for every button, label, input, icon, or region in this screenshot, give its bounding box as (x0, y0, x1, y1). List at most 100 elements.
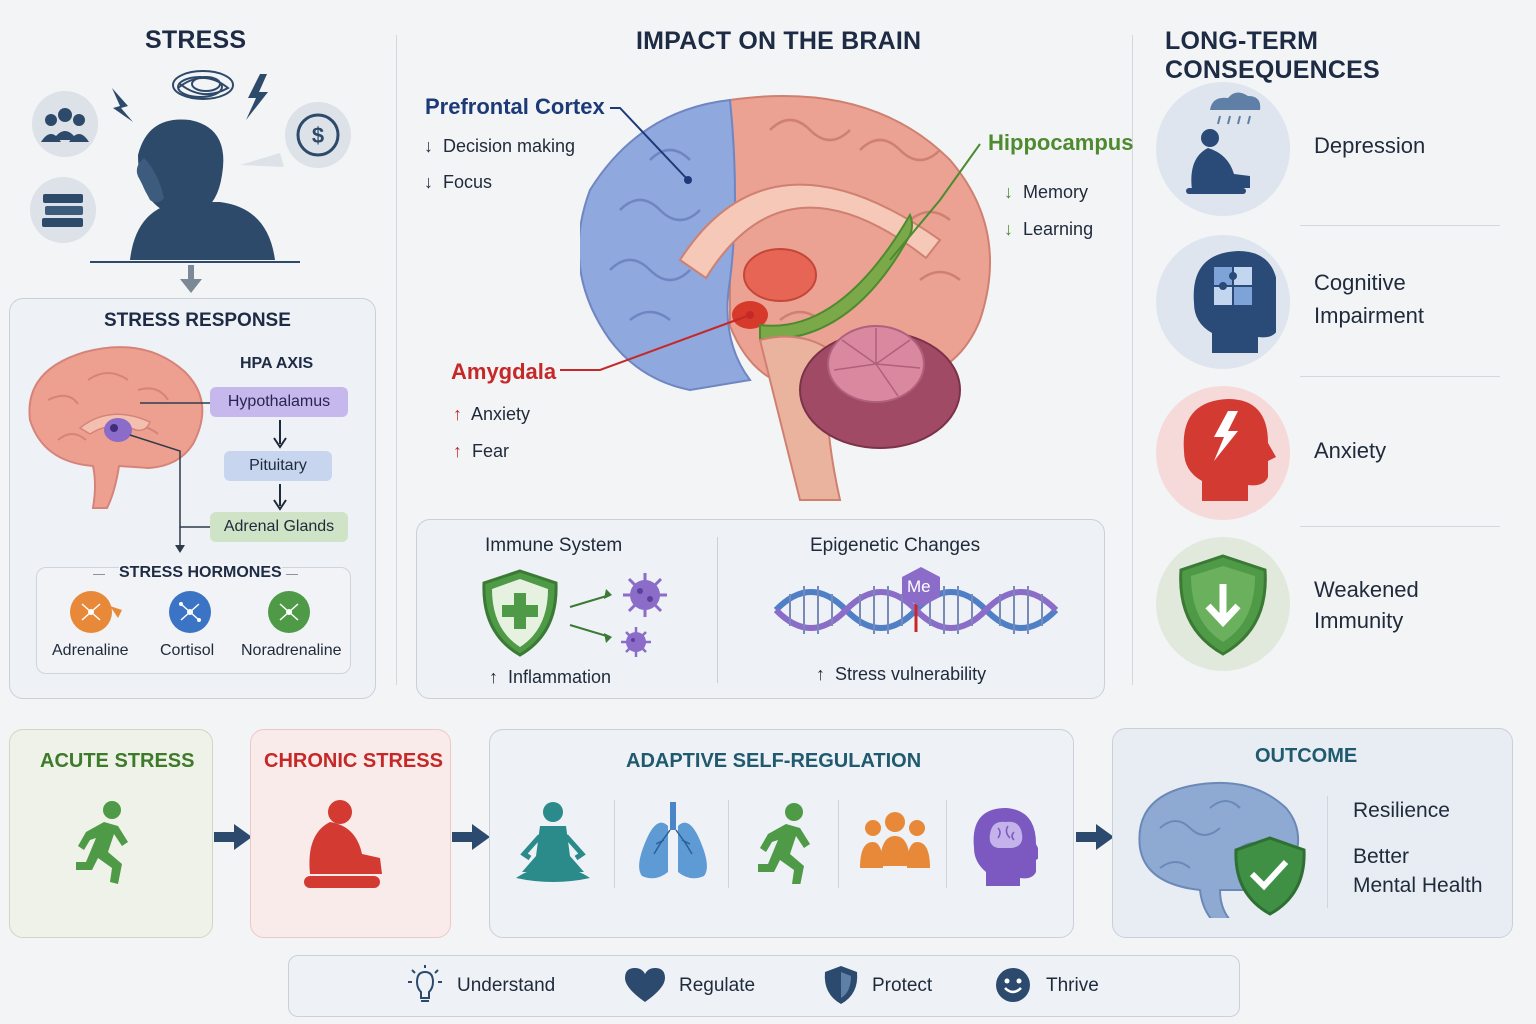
hpa-brain-illustration (28, 346, 204, 509)
lungs-icon (639, 802, 707, 879)
epigenetic-title: Epigenetic Changes (810, 535, 981, 556)
lightning-icon (246, 74, 268, 120)
panel-divider (717, 537, 718, 683)
shield-check-icon (1234, 836, 1306, 916)
legend-regulate: Regulate (679, 975, 756, 996)
outcome-better-line1: Better (1353, 845, 1410, 868)
chronic-stress-title: CHRONIC STRESS (264, 750, 443, 772)
depression-label: Depression (1314, 133, 1426, 158)
dna-illustration (773, 586, 1059, 634)
stress-response-title: STRESS RESPONSE (104, 310, 291, 331)
immunity-label-line1: Weakened (1314, 577, 1419, 602)
acute-stress-title: ACUTE STRESS (40, 750, 195, 772)
lightbulb-icon (408, 965, 442, 1002)
flow-arrow-icon (452, 824, 490, 850)
shield-icon (824, 966, 858, 1004)
cortisol-molecule-icon (169, 591, 211, 633)
puzzle-head-icon (1193, 251, 1276, 353)
outcome-better-line2: Mental Health (1353, 874, 1483, 897)
people-icon (32, 91, 98, 157)
cognitive-label-line1: Cognitive (1314, 270, 1406, 295)
social-support-icon (860, 812, 930, 868)
arrow-down-icon (273, 420, 287, 449)
arrow-up-icon: ↑ (816, 664, 825, 684)
running-icon (758, 803, 810, 884)
arrow-up-icon: ↑ (453, 441, 462, 461)
cognitive-label-line2: Impairment (1314, 303, 1425, 328)
outcome-brain-illustration (1138, 781, 1306, 918)
arrow-down-icon: ↓ (1004, 219, 1013, 239)
anxiety-head-icon (1183, 399, 1276, 501)
hormone-molecules (70, 591, 310, 633)
hormone-label-noradrenaline: Noradrenaline (241, 642, 342, 659)
heart-icon (625, 968, 665, 1002)
cons-separator (1300, 225, 1500, 226)
legend-bar (288, 955, 1240, 1017)
money-icon: $ (240, 102, 351, 168)
stressed-person-icon (130, 119, 275, 260)
immune-illustration (482, 569, 667, 657)
svg-text:$: $ (312, 123, 324, 148)
hippocampus-label: Hippocampus (988, 130, 1134, 155)
divider-left (396, 35, 397, 685)
adrenaline-molecule-icon (70, 591, 122, 633)
anxiety-label: Anxiety (1314, 438, 1387, 463)
lightning-icon (112, 88, 133, 122)
methyl-badge-label: Me (907, 577, 931, 596)
smiley-icon (996, 968, 1030, 1002)
adaptive-divider (728, 800, 729, 888)
shield-down-icon (1179, 554, 1267, 656)
consequences-title: LONG-TERM CONSEQUENCES (1165, 27, 1380, 84)
brain-title: IMPACT ON THE BRAIN (636, 27, 922, 55)
brain-illustration (580, 95, 991, 501)
stress-hormones-title: STRESS HORMONES (119, 564, 282, 582)
hypothalamus-node: Hypothalamus (210, 387, 348, 417)
amygdala-label: Amygdala (451, 359, 557, 384)
legend-understand: Understand (457, 975, 556, 996)
outcome-title: OUTCOME (1255, 745, 1358, 767)
arrow-down-icon: ↓ (424, 172, 433, 192)
hormones-rule-right (286, 574, 298, 575)
immune-title: Immune System (485, 535, 623, 556)
pituitary-node: Pituitary (224, 451, 332, 481)
adrenal-glands-node: Adrenal Glands (210, 512, 348, 542)
prefrontal-effect-1: ↓ Decision making (424, 136, 576, 156)
prefrontal-effect-2: ↓ Focus (424, 172, 493, 192)
stress-illustration: $ (30, 70, 351, 293)
cons-separator (1300, 376, 1500, 377)
arrow-down-icon: ↓ (1004, 182, 1013, 202)
shield-plus-icon (482, 569, 558, 657)
divider-right (1132, 35, 1133, 685)
adaptive-divider (838, 800, 839, 888)
hormone-label-cortisol: Cortisol (160, 642, 215, 659)
arrow-down-icon (273, 484, 287, 511)
flow-arrow-icon (214, 824, 252, 850)
hpa-axis-label: HPA AXIS (240, 355, 314, 372)
arrow-up-icon: ↑ (489, 667, 498, 687)
tangled-thoughts-icon (172, 70, 234, 100)
methyl-badge (902, 567, 940, 607)
adaptive-divider (614, 800, 615, 888)
virus-icon (623, 573, 667, 617)
amygdala-effect-2: ↑ Fear (453, 441, 510, 461)
immunity-label-line2: Immunity (1314, 608, 1404, 633)
outcome-divider (1327, 796, 1328, 908)
hpa-connector-lines (129, 402, 210, 553)
legend-thrive: Thrive (1046, 975, 1099, 996)
inflammation-label: ↑ Inflammation (489, 667, 612, 687)
outcome-resilience: Resilience (1353, 799, 1450, 822)
hormone-label-adrenaline: Adrenaline (52, 642, 129, 659)
amygdala-effect-1: ↑ Anxiety (453, 404, 531, 424)
adaptive-divider (946, 800, 947, 888)
sitting-person-icon (304, 800, 382, 888)
hippocampus-effect-1: ↓ Memory (1004, 182, 1089, 202)
stress-vulnerability-label: ↑ Stress vulnerability (816, 664, 987, 684)
virus-icon (621, 627, 651, 657)
stress-title: STRESS (145, 26, 247, 54)
arrow-down-icon: ↓ (424, 136, 433, 156)
cons-separator (1300, 526, 1500, 527)
mind-head-icon (973, 808, 1038, 886)
hormones-rule-left (93, 574, 105, 575)
legend-protect: Protect (872, 975, 933, 996)
flow-arrow-icon (1076, 824, 1114, 850)
